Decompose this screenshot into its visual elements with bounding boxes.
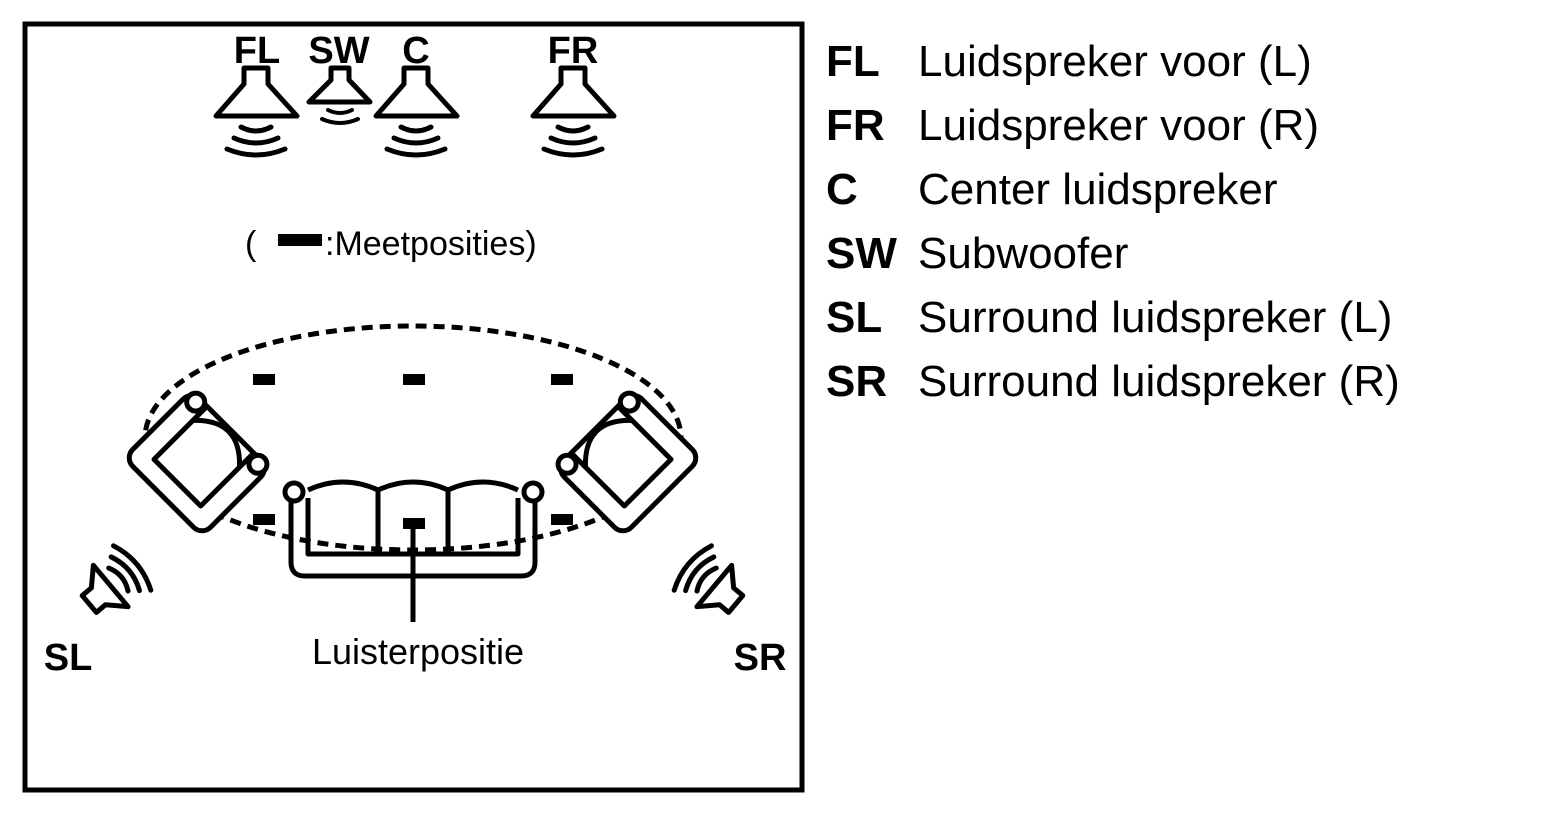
measurement-position [253,374,275,385]
speaker-label-sl: SL [44,637,93,679]
measurement-position [403,518,425,529]
legend-description: Luidspreker voor (L) [918,37,1312,86]
front-right-speaker-icon [530,65,617,158]
legend-abbr: FR [826,101,885,150]
listening-position-label: Luisterpositie [312,631,524,672]
measurement-position [403,374,425,385]
legend-item: FL Luidspreker voor (L) [826,30,1400,94]
legend-description: Center luidspreker [918,165,1278,214]
legend-description: Luidspreker voor (R) [918,101,1320,150]
measurement-note-open: ( [245,225,257,263]
measurement-position [253,514,275,525]
legend-abbr: SL [826,293,883,342]
right-armchair-icon [555,390,699,534]
legend-item: FR Luidspreker voor (R) [826,94,1400,158]
speaker-label-c: C [402,30,429,72]
left-armchair-icon [126,390,270,534]
speaker-label-sw: SW [308,30,369,72]
surround-right-speaker-icon [671,543,746,615]
legend-description: Surround luidspreker (R) [918,357,1400,406]
legend-abbr: SW [826,229,897,278]
speaker-label-sr: SR [734,637,787,679]
legend-abbr: C [826,165,858,214]
room-diagram: FL SW C FR ( :Meetposities) [22,21,805,793]
subwoofer-icon [306,65,373,125]
legend-abbr: SR [826,357,888,406]
measurement-position [551,374,573,385]
speaker-legend: FL Luidspreker voor (L) FR Luidspreker v… [826,30,1400,414]
front-left-speaker-icon [213,65,300,158]
legend-description: Surround luidspreker (L) [918,293,1393,342]
measurement-position [551,514,573,525]
speaker-label-fl: FL [234,30,280,72]
legend-description: Subwoofer [918,229,1129,278]
surround-left-speaker-icon [79,543,154,615]
measurement-note-text: :Meetposities) [325,225,537,263]
legend-item: C Center luidspreker [826,158,1400,222]
legend-abbr: FL [826,37,880,86]
center-speaker-icon [373,65,460,158]
measurement-marker-swatch [278,234,322,246]
speaker-label-fr: FR [548,30,599,72]
legend-item: SW Subwoofer [826,222,1400,286]
legend-item: SR Surround luidspreker (R) [826,350,1400,414]
room-frame [22,21,805,793]
measurement-positions [253,374,573,529]
legend-item: SL Surround luidspreker (L) [826,286,1400,350]
